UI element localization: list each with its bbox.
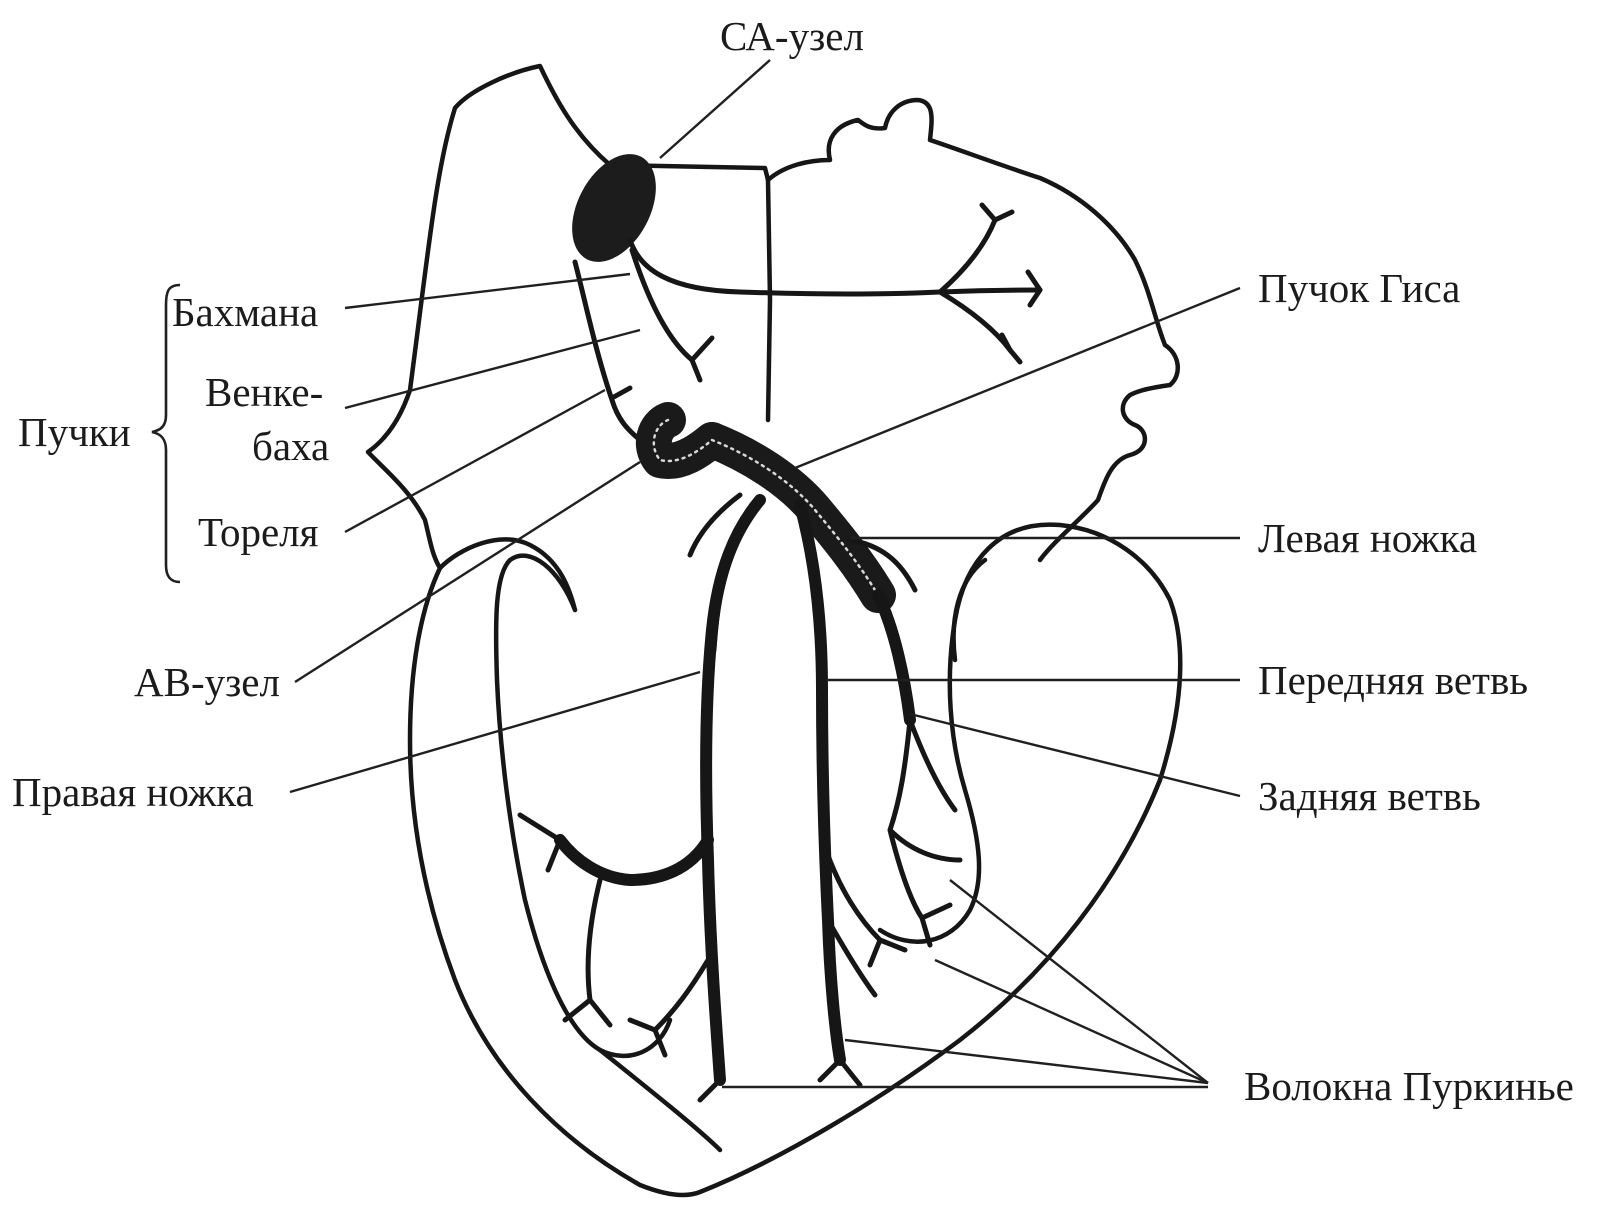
his-bundle	[712, 440, 878, 595]
heart-outline	[368, 66, 1180, 1195]
label-right-bundle-branch: Правая ножка	[12, 769, 254, 815]
wenckebach-fork	[692, 338, 712, 380]
left-ventricle-inner	[954, 560, 985, 660]
sa-node	[555, 140, 673, 276]
bachmann-fork-upper	[982, 205, 1012, 220]
right-atrium-outline	[368, 66, 768, 568]
purkinje-leader-1	[950, 880, 1208, 1083]
ventricle-outline	[410, 525, 1180, 1195]
thorel-leader	[345, 390, 605, 532]
right-ventricle-cavity	[496, 556, 670, 1056]
wenckebach-tract	[632, 250, 692, 360]
label-anterior-fascicle: Передняя ветвь	[1258, 657, 1528, 703]
label-wenckebach-2: баха	[252, 423, 329, 469]
bachmann-fork-lower	[1002, 335, 1020, 362]
av-node-leader	[295, 462, 640, 682]
bachmann-branch-lower	[940, 292, 1010, 350]
interatrial-septum-outline	[768, 180, 770, 420]
bachmann-branch-upper	[940, 220, 995, 292]
label-bachmann: Бахмана	[172, 289, 318, 335]
thorel-fork	[612, 388, 630, 398]
conduction-system	[520, 140, 1040, 1100]
label-his-bundle: Пучок Гиса	[1258, 265, 1460, 311]
label-bundles: Пучки	[18, 409, 131, 455]
label-left-bundle-branch: Левая ножка	[1258, 515, 1477, 561]
label-sa-node: СА-узел	[720, 13, 864, 59]
purkinje-leader-3	[845, 1040, 1208, 1083]
left-atrium-outline	[768, 100, 1178, 560]
label-wenckebach-1: Венке-	[205, 369, 323, 415]
sa-node-leader	[660, 60, 770, 158]
label-posterior-fascicle: Задняя ветвь	[1258, 773, 1481, 819]
thorel-tract	[575, 262, 640, 440]
posterior-fascicle-branches	[890, 720, 960, 945]
right-bundle-moderator	[560, 840, 708, 880]
label-av-node: АВ-узел	[134, 659, 280, 705]
posterior-fascicle	[878, 595, 910, 720]
label-thorel: Тореля	[198, 509, 319, 555]
right-bundle-branch	[706, 500, 760, 1080]
purkinje-leader-2	[935, 960, 1208, 1083]
labels: СА-узел Бахмана Венке- Пучки баха Тореля…	[12, 13, 1574, 1109]
right-bundle-leader	[290, 672, 700, 792]
posterior-fascicle-leader	[910, 714, 1240, 796]
label-purkinje-fibers: Волокна Пуркинье	[1244, 1063, 1574, 1109]
